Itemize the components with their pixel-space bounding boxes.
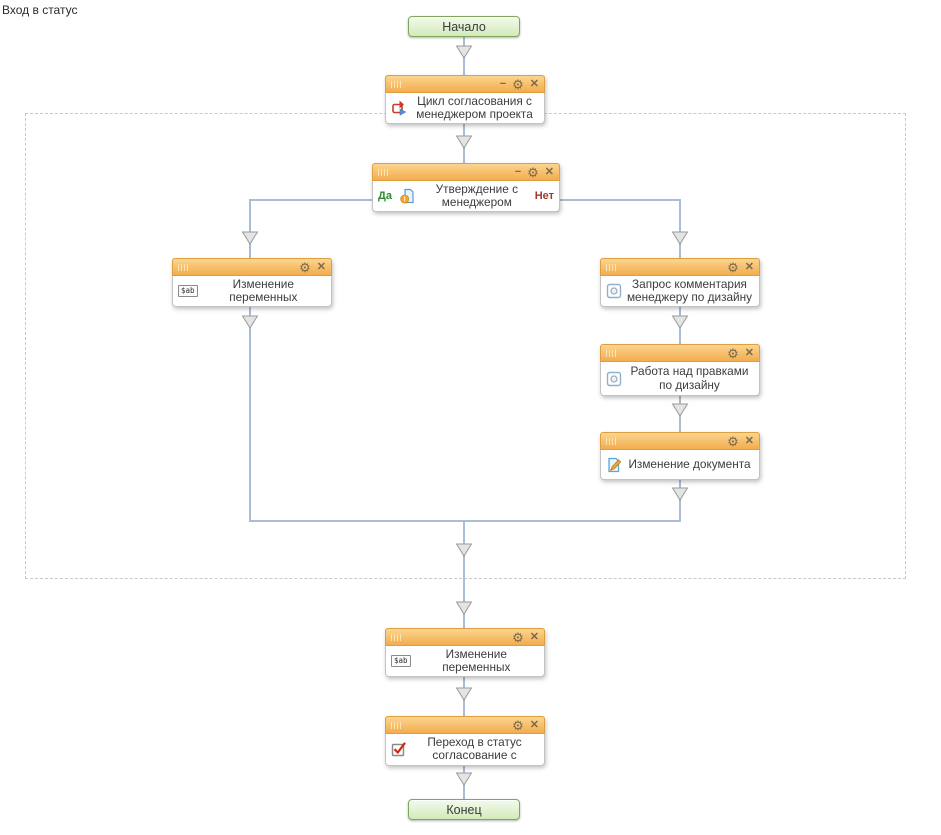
arrow-down-icon [455,543,473,557]
block-header[interactable]: ⚙ ✕ [600,258,760,276]
arrow-down-icon [455,687,473,701]
task-icon [606,371,622,387]
entry-status-label: Вход в статус [2,3,78,17]
branch-yes-label: Да [378,190,392,203]
drag-grip-icon[interactable] [391,721,403,729]
block-body: Переход в статус согласование с [386,734,544,764]
drag-grip-icon[interactable] [606,349,618,357]
connector-line [559,199,681,201]
connector-line [249,199,251,259]
end-label: Конец [446,802,482,817]
approval-icon: ! [400,188,416,204]
gear-icon[interactable]: ⚙ [527,164,539,180]
arrow-down-icon [455,45,473,59]
block-body: Цикл согласования с менеджером проекта [386,93,544,123]
arrow-down-icon [455,772,473,786]
start-label: Начало [442,19,486,34]
block-header[interactable]: − ⚙ ✕ [385,75,545,93]
close-icon[interactable]: ✕ [744,260,754,273]
svg-text:!: ! [403,197,405,204]
block-body: Изменение документа [601,450,759,479]
arrow-down-icon [671,231,689,245]
task-icon [606,283,622,299]
arrow-down-icon [455,135,473,149]
block-label: Переход в статус согласование с [427,735,522,763]
block-label: Изменение переменных [229,277,298,305]
block-label: Изменение переменных [442,647,511,675]
connector-line [679,199,681,259]
block-label: Утверждение с менеджером [435,182,518,210]
block-header[interactable]: ⚙ ✕ [385,716,545,734]
arrow-down-icon [241,315,259,329]
gear-icon[interactable]: ⚙ [512,629,524,645]
block-body: $ab Изменение переменных [386,646,544,676]
block-approval[interactable]: − ⚙ ✕ Да ! Утверждение с менеджером Нет [372,163,560,213]
block-request-comment[interactable]: ⚙ ✕ Запрос комментария менеджеру по диза… [600,258,760,308]
block-status-transition[interactable]: ⚙ ✕ Переход в статус согласование с [385,716,545,766]
block-label: Работа над правками по дизайну [630,364,749,392]
block-cycle-approval[interactable]: − ⚙ ✕ Цикл согласования с менеджером про… [385,75,545,125]
edit-document-icon [606,457,622,473]
connector-line [463,520,465,628]
block-label: Запрос комментария менеджеру по дизайну [626,277,753,305]
block-change-variables-bottom[interactable]: ⚙ ✕ $ab Изменение переменных [385,628,545,678]
gear-icon[interactable]: ⚙ [512,717,524,733]
variables-icon: $ab [178,285,198,298]
block-edit-document[interactable]: ⚙ ✕ Изменение документа [600,432,760,480]
arrow-down-icon [455,601,473,615]
connector-line [249,520,681,522]
drag-grip-icon[interactable] [178,263,190,271]
drag-grip-icon[interactable] [391,633,403,641]
block-body: $ab Изменение переменных [173,276,331,306]
variables-icon: $ab [391,655,411,668]
block-header[interactable]: − ⚙ ✕ [372,163,560,181]
close-icon[interactable]: ✕ [544,165,554,178]
status-transition-icon [391,741,407,757]
gear-icon[interactable]: ⚙ [727,259,739,275]
arrow-down-icon [671,487,689,501]
block-change-variables-left[interactable]: ⚙ ✕ $ab Изменение переменных [172,258,332,308]
close-icon[interactable]: ✕ [744,434,754,447]
close-icon[interactable]: ✕ [316,260,326,273]
gear-icon[interactable]: ⚙ [299,259,311,275]
close-icon[interactable]: ✕ [529,77,539,90]
gear-icon[interactable]: ⚙ [727,345,739,361]
block-label: Цикл согласования с менеджером проекта [416,94,533,122]
block-design-fixes[interactable]: ⚙ ✕ Работа над правками по дизайну [600,344,760,396]
drag-grip-icon[interactable] [606,263,618,271]
arrow-down-icon [671,403,689,417]
connector-line [249,306,251,521]
close-icon[interactable]: ✕ [529,718,539,731]
minimize-icon[interactable]: − [499,77,507,90]
close-icon[interactable]: ✕ [529,630,539,643]
block-label: Изменение документа [628,456,751,471]
arrow-down-icon [241,231,259,245]
drag-grip-icon[interactable] [378,168,390,176]
end-node[interactable]: Конец [408,799,520,820]
connector-line [250,199,372,201]
arrow-down-icon [671,315,689,329]
start-node[interactable]: Начало [408,16,520,37]
block-header[interactable]: ⚙ ✕ [172,258,332,276]
block-body: Работа над правками по дизайну [601,362,759,395]
block-body: Запрос комментария менеджеру по дизайну [601,276,759,306]
minimize-icon[interactable]: − [514,165,522,178]
drag-grip-icon[interactable] [606,437,618,445]
cycle-icon [391,100,407,116]
block-header[interactable]: ⚙ ✕ [600,432,760,450]
gear-icon[interactable]: ⚙ [512,76,524,92]
gear-icon[interactable]: ⚙ [727,433,739,449]
block-header[interactable]: ⚙ ✕ [600,344,760,362]
drag-grip-icon[interactable] [391,80,403,88]
block-header[interactable]: ⚙ ✕ [385,628,545,646]
branch-no-label: Нет [534,190,554,203]
block-body: Да ! Утверждение с менеджером Нет [373,181,559,211]
close-icon[interactable]: ✕ [744,346,754,359]
